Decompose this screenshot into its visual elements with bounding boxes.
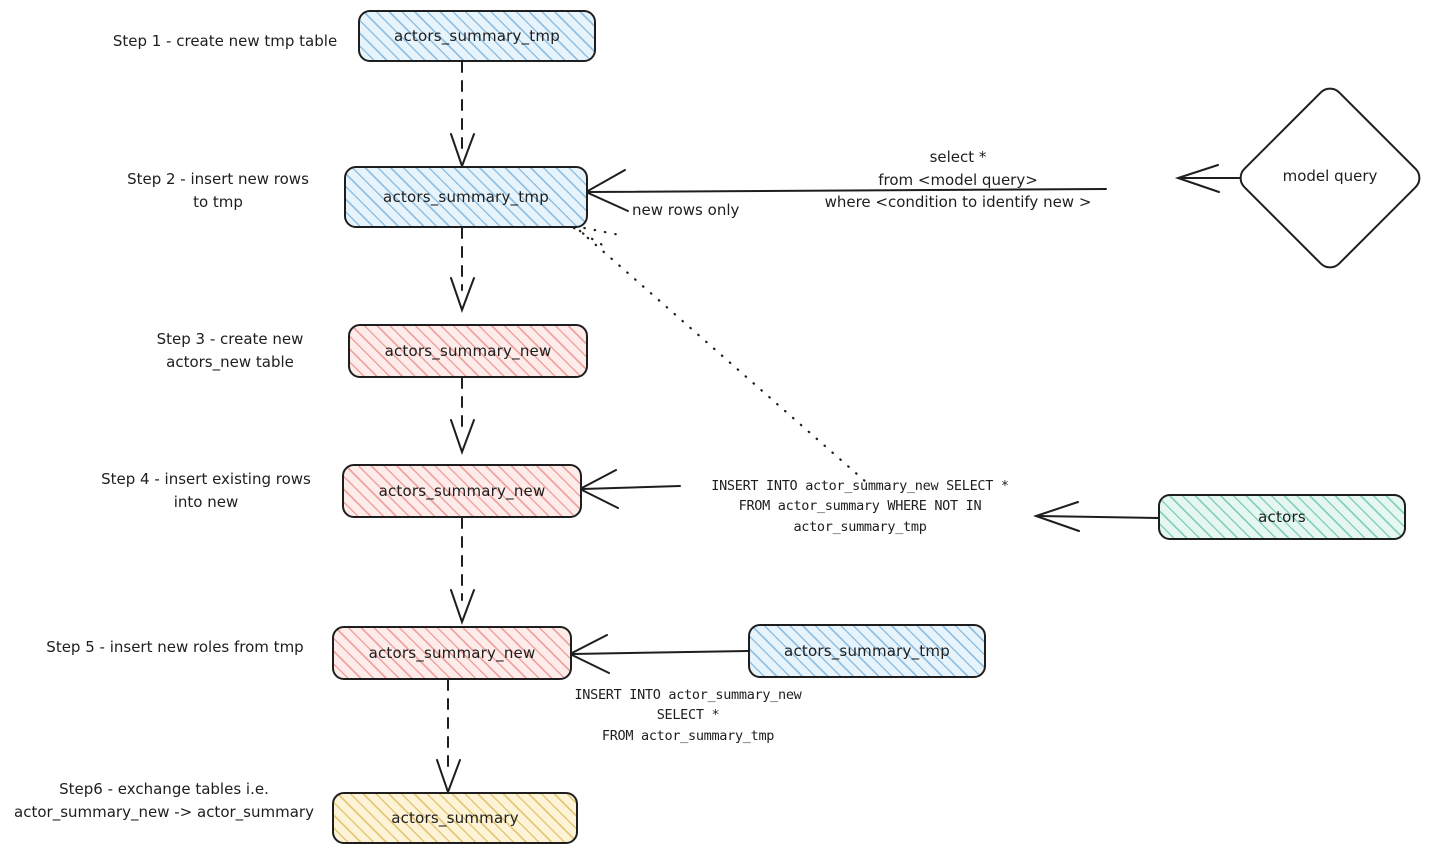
node-actors-summary-tmp-source[interactable]: actors_summary_tmp [748,624,986,678]
step-4-caption: Step 4 - insert existing rows into new [101,470,311,511]
node-actors-summary-tmp-step2[interactable]: actors_summary_tmp [344,166,588,228]
annotation-step4-sql: INSERT INTO actor_summary_new SELECT * F… [711,478,1009,535]
step-6-caption: Step6 - exchange tables i.e. actor_summa… [14,780,314,821]
node-label: actors_summary_new [384,342,552,360]
node-actors-summary-new-step5[interactable]: actors_summary_new [332,626,572,680]
model-query-label: model query [1282,167,1378,185]
step-3-caption: Step 3 - create new actors_new table [156,330,304,371]
node-actors-source[interactable]: actors [1158,494,1406,540]
annotation-step5-sql: INSERT INTO actor_summary_new SELECT * F… [574,687,802,744]
node-label: actors_summary_tmp [383,188,549,206]
node-actors-summary-tmp-step1[interactable]: actors_summary_tmp [358,10,596,62]
node-label: actors_summary_new [378,482,546,500]
node-label: actors [1258,508,1306,526]
annotation-new-rows-only: new rows only [632,201,740,219]
node-actors-summary-step6[interactable]: actors_summary [332,792,578,844]
node-actors-summary-new-step4[interactable]: actors_summary_new [342,464,582,518]
annotation-model-query-sql: select * from <model query> where <condi… [824,148,1092,211]
step-5-caption: Step 5 - insert new roles from tmp [46,638,304,656]
node-label: actors_summary [391,809,519,827]
node-label: actors_summary_tmp [784,642,950,660]
node-label: actors_summary_new [368,644,536,662]
step-1-caption: Step 1 - create new tmp table [112,32,338,50]
node-label: actors_summary_tmp [394,27,560,45]
step-2-caption: Step 2 - insert new rows to tmp [127,170,309,211]
node-actors-summary-new-step3[interactable]: actors_summary_new [348,324,588,378]
